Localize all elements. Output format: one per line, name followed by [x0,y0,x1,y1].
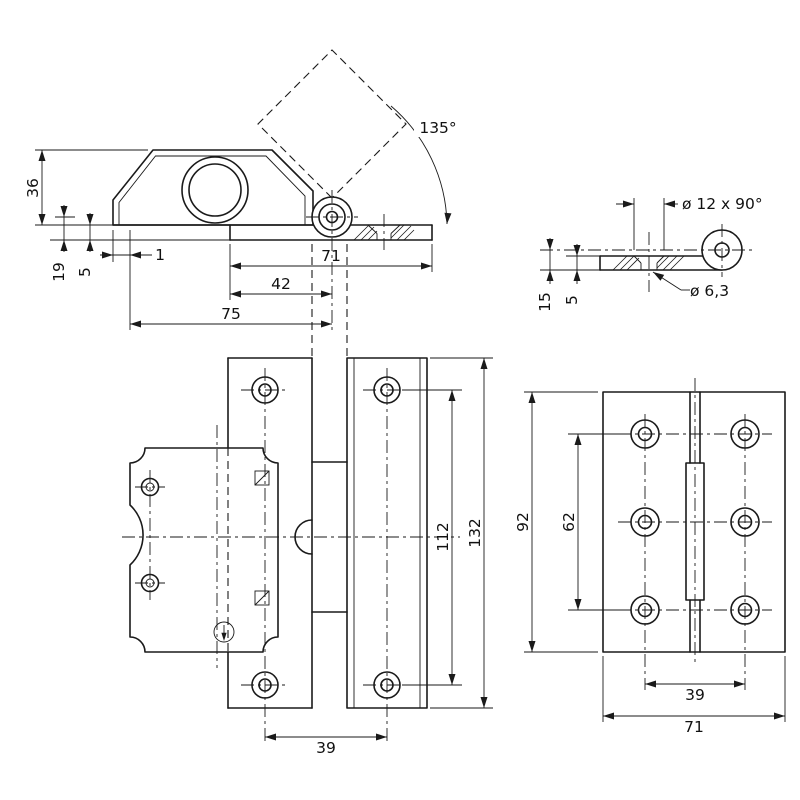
dim-62-label: 62 [560,512,578,532]
plan-view: 112 132 39 [122,357,493,757]
dim-112-label: 112 [434,522,452,552]
dim-75-label: 75 [221,305,241,323]
dim-71-label: 71 [321,247,341,265]
front-dimensions: 92 62 39 71 [514,391,786,736]
dim-132-label: 132 [466,518,484,548]
clamp-hole-outer [181,156,249,224]
hinge-body-inner [118,155,306,225]
hinge-body-outline [112,149,314,226]
dim-39-plan-label: 39 [316,739,336,757]
hinge-front-outline [602,391,786,653]
dim-36-label: 36 [24,178,42,198]
dim-15-label: 15 [536,292,554,312]
front-view: 92 62 39 71 [514,378,786,736]
dim-1-label: 1 [155,246,165,264]
open-flap-outline [257,49,407,199]
side-view-centerlines [306,190,385,356]
front-centerlines [618,378,772,690]
dim-5-label: 5 [76,267,94,277]
plan-centerlines [122,368,460,744]
side-view-dimensions: 36 19 5 1 71 42 75 135° [24,119,462,330]
angle-arc [390,105,448,225]
side-view-geometry [112,49,452,241]
section-hatching [353,224,415,241]
countersink-label: ø 12 x 90° [682,195,763,213]
dim-92-label: 92 [514,512,532,532]
orientation-arrow-icon [213,621,235,643]
plate-side-view: ø 12 x 90° ø 6,3 15 5 [536,195,763,312]
plan-geometry [129,357,428,709]
clamp-hole-inner [188,163,242,217]
hole-dia-label: ø 6,3 [690,282,729,300]
angle-135-label: 135° [419,119,456,137]
dim-42-label: 42 [271,275,291,293]
dim-5b-label: 5 [563,295,581,305]
angle-label-mask [414,120,462,137]
side-view: 36 19 5 1 71 42 75 135° [24,49,462,356]
plate-section-hatching [612,255,685,271]
dim-71-front-label: 71 [684,718,704,736]
plan-dimensions: 112 132 39 [265,357,493,757]
clamp-bracket-outline [129,447,279,653]
plate-dimensions: ø 12 x 90° ø 6,3 15 5 [536,195,763,312]
dim-39-front-label: 39 [685,686,705,704]
dim-19-label: 19 [50,262,68,282]
